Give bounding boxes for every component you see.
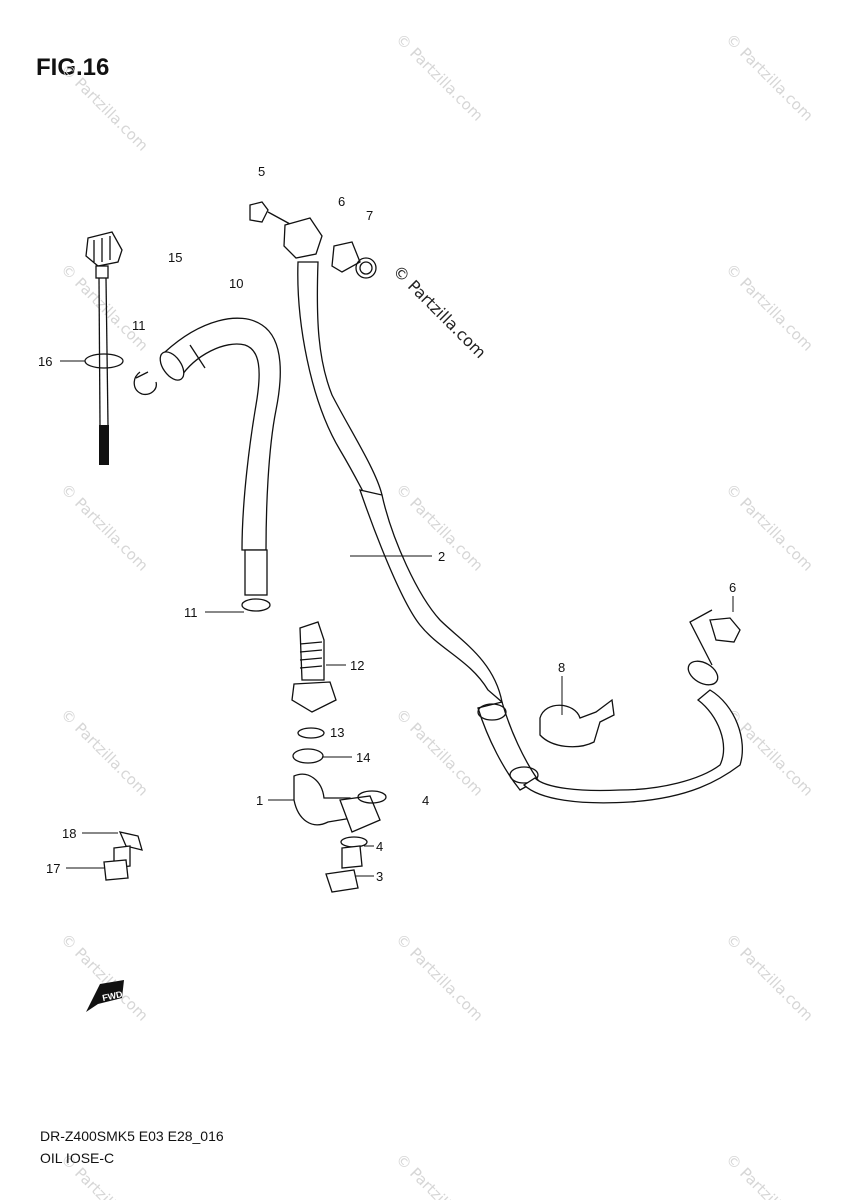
callout-3: 3 <box>376 869 383 884</box>
callout-4b: 4 <box>376 839 383 854</box>
callout-7: 7 <box>366 208 373 223</box>
oil-hose-part <box>297 261 744 804</box>
callout-1: 1 <box>256 793 263 808</box>
callout-14: 14 <box>356 750 370 765</box>
leader-lines <box>60 360 734 877</box>
watermark-text: © Partzilla.com <box>392 30 487 125</box>
dipstick-part <box>84 231 124 465</box>
watermark-text: © Partzilla.com <box>722 260 817 355</box>
upper-fitting-part <box>249 201 377 279</box>
model-code: DR-Z400SMK5 E03 E28_016 <box>40 1128 224 1144</box>
watermark-text: © Partzilla.com <box>722 930 817 1025</box>
watermark-text: © Partzilla.com <box>57 480 152 575</box>
drain-bolt-part <box>103 831 143 881</box>
callout-15: 15 <box>168 250 182 265</box>
callout-18: 18 <box>62 826 76 841</box>
callout-11b: 11 <box>184 605 198 620</box>
fwd-arrow-icon: FWD <box>86 980 124 1012</box>
callout-2: 2 <box>438 549 445 564</box>
callout-17: 17 <box>46 861 60 876</box>
figure-title: FIG.16 <box>36 54 110 81</box>
section-name: OIL IOSE-C <box>40 1150 115 1166</box>
watermark-text: © Partzilla.com <box>392 930 487 1025</box>
watermark-text: © Partzilla.com <box>57 60 152 155</box>
lower-fitting-part <box>291 621 387 893</box>
breather-hose-part <box>133 317 281 612</box>
callout-5: 5 <box>258 164 265 179</box>
fwd-label: FWD <box>101 989 124 1003</box>
callout-labels: 5 6 7 15 10 11 16 2 6 11 8 12 13 14 1 4 … <box>38 164 736 884</box>
watermark-text: © Partzilla.com <box>392 705 487 800</box>
callout-13: 13 <box>330 725 344 740</box>
callout-4: 4 <box>422 793 429 808</box>
watermark-text: © Partzilla.com <box>392 1150 487 1200</box>
callout-6: 6 <box>338 194 345 209</box>
watermark-text: © Partzilla.com <box>722 1150 817 1200</box>
watermark-main: © Partzilla.com <box>389 261 490 362</box>
callout-10: 10 <box>229 276 243 291</box>
callout-6b: 6 <box>729 580 736 595</box>
watermark-text: © Partzilla.com <box>57 705 152 800</box>
callout-11: 11 <box>132 318 146 333</box>
clamp-part <box>539 609 741 748</box>
watermark-text: © Partzilla.com <box>722 480 817 575</box>
callout-16: 16 <box>38 354 52 369</box>
watermark-text: © Partzilla.com <box>722 30 817 125</box>
callout-8: 8 <box>558 660 565 675</box>
callout-12: 12 <box>350 658 364 673</box>
watermark-text: © Partzilla.com <box>57 930 152 1025</box>
